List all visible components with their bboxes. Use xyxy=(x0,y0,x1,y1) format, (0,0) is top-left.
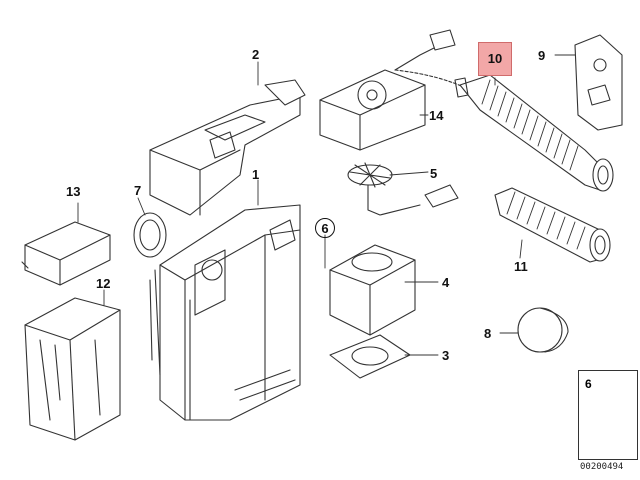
callout-11: 11 xyxy=(514,259,528,274)
callout-13: 13 xyxy=(66,184,81,199)
part-8-grommet xyxy=(517,307,569,353)
callout-5: 5 xyxy=(430,166,438,181)
callout-4: 4 xyxy=(442,275,450,290)
callout-7: 7 xyxy=(134,183,142,198)
callout-2: 2 xyxy=(252,47,260,62)
callout-9: 9 xyxy=(538,48,546,63)
part-5-fan-wheel xyxy=(347,162,459,216)
callout-3: 3 xyxy=(442,348,450,363)
callout-12: 12 xyxy=(96,276,111,291)
callout-6: 6 xyxy=(315,218,335,238)
part-4-fan-housing xyxy=(329,244,416,336)
document-number: 00200494 xyxy=(580,462,624,472)
callout-1: 1 xyxy=(252,167,260,182)
callout-10-highlighted: 10 xyxy=(478,42,512,76)
part-2-cover xyxy=(149,79,306,216)
leader-lines xyxy=(77,54,576,356)
part-13-cap xyxy=(21,221,111,286)
part-11-hose xyxy=(494,187,611,263)
part-9-bracket xyxy=(574,34,623,131)
part-10-corrugated-hose xyxy=(454,74,614,192)
part-3-gasket xyxy=(329,334,411,379)
legend-box: 6 xyxy=(578,370,638,460)
callout-14: 14 xyxy=(429,108,444,123)
part-12-container xyxy=(24,297,121,441)
part-1-housing xyxy=(149,204,301,421)
callout-8: 8 xyxy=(484,326,492,341)
part-7-seal xyxy=(133,212,167,258)
wire-top xyxy=(394,29,471,91)
part-14-fan-housing xyxy=(319,69,426,151)
legend-number: 6 xyxy=(585,377,592,391)
